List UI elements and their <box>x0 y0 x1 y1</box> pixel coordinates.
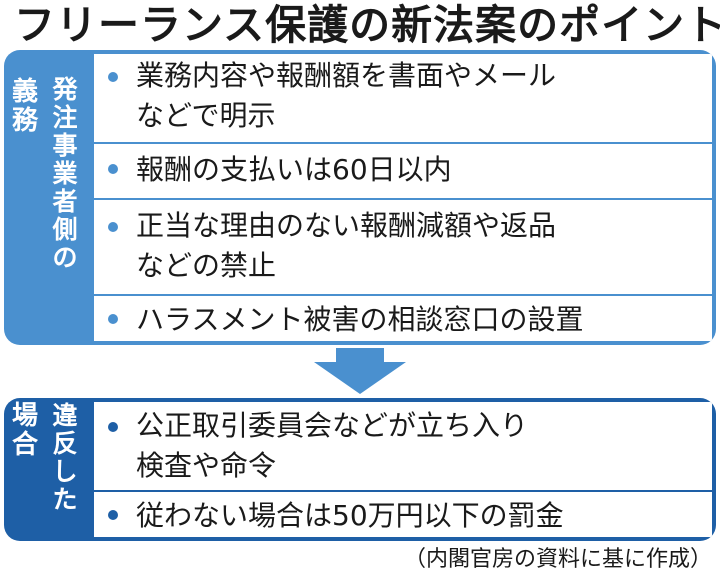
list-item: ハラスメント被害の相談窓口の設置 <box>94 294 712 341</box>
list-item-text: 報酬の支払いは60日以内 <box>136 153 452 186</box>
bullet-icon <box>108 510 118 520</box>
list-item: 正当な理由のない報酬減額や返品 などの禁止 <box>94 198 712 296</box>
bullet-icon <box>108 164 118 174</box>
section-label-outer: 場合 <box>11 401 38 460</box>
section-label-inner: 違反した <box>52 401 78 514</box>
source-credit: （内閣官房の資料に基に作成） <box>403 547 712 572</box>
list-item-text: などで明示 <box>136 99 276 132</box>
section-label-outer: 義務 <box>11 77 38 136</box>
list-item-text: 従わない場合は50万円以下の罰金 <box>136 499 564 532</box>
list-item-text: ハラスメント被害の相談窓口の設置 <box>136 303 584 336</box>
bullet-icon <box>108 422 118 432</box>
list-item: 従わない場合は50万円以下の罰金 <box>94 490 712 537</box>
obligations-section: 義務 発注事業者側の 業務内容や報酬額を書面やメール などで明示 報酬の支払いは… <box>4 50 716 345</box>
list-item-text: 公正取引委員会などが立ち入り <box>136 409 529 442</box>
bullet-icon <box>108 72 118 82</box>
bullet-icon <box>108 222 118 232</box>
page-title: フリーランス保護の新法案のポイント <box>14 1 720 49</box>
list-item: 報酬の支払いは60日以内 <box>94 142 712 200</box>
section-label-inner: 発注事業者側の <box>52 75 78 272</box>
list-item-text: 業務内容や報酬額を書面やメール <box>136 59 557 92</box>
obligations-list: 業務内容や報酬額を書面やメール などで明示 報酬の支払いは60日以内 正当な理由… <box>94 54 712 341</box>
list-item-text: 正当な理由のない報酬減額や返品 <box>136 209 557 242</box>
list-item-text: 検査や命令 <box>136 449 277 482</box>
down-arrow-icon <box>314 348 406 394</box>
bullet-icon <box>108 314 118 324</box>
violation-list: 公正取引委員会などが立ち入り 検査や命令 従わない場合は50万円以下の罰金 <box>94 402 712 537</box>
list-item: 業務内容や報酬額を書面やメール などで明示 <box>94 54 712 142</box>
violation-section: 場合 違反した 公正取引委員会などが立ち入り 検査や命令 従わない場合は50万円… <box>4 398 716 541</box>
list-item-text: などの禁止 <box>136 249 277 282</box>
list-item: 公正取引委員会などが立ち入り 検査や命令 <box>94 402 712 490</box>
